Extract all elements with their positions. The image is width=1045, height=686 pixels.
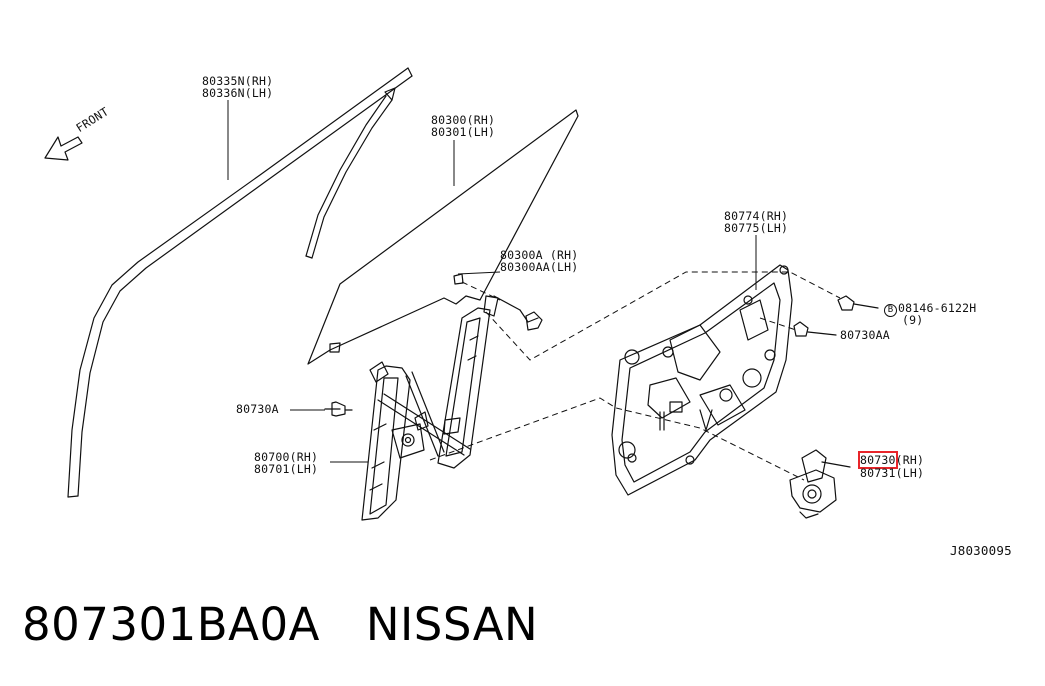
door-glass: [307, 109, 579, 365]
glass-rh-label: 80300(RH): [431, 113, 496, 127]
part-number: 807301BA0A: [22, 598, 320, 651]
guide-line-bottom: [429, 397, 805, 481]
glass-clip-lh-label: 80300AA(LH): [500, 260, 579, 274]
guide-line-glass: [461, 281, 501, 301]
motor-rh-suffix: (RH): [895, 453, 925, 467]
screen-lh-label: 80775(LH): [724, 221, 789, 235]
leader-glass-clip: [457, 271, 501, 275]
bolt-08146: [837, 295, 879, 311]
bolt-aa-label: 80730AA: [840, 328, 890, 342]
sealing-screen-panel: [611, 264, 793, 496]
guide-line-aa: [759, 317, 797, 331]
motor-rh-label[interactable]: 80730(RH): [858, 451, 925, 469]
bolt-80730aa: [793, 321, 837, 337]
glass-clip-rh-label: 80300A (RH): [500, 248, 579, 262]
bolt-b-number: 08146-6122H: [898, 301, 977, 315]
bolt-glass-clip: [493, 295, 543, 331]
regulator-motor: [789, 449, 851, 519]
window-sash: [67, 67, 413, 498]
bolt-a-label: 80730A: [236, 402, 279, 416]
motor-rh-highlight[interactable]: 80730: [858, 451, 898, 469]
b-symbol: B: [884, 304, 897, 317]
ref-code: J8030095: [950, 543, 1012, 558]
part-caption: 807301BA0A NISSAN: [22, 598, 538, 651]
division-strip: [305, 95, 393, 259]
bolt-b-qty: (9): [902, 313, 924, 327]
guide-line-top: [485, 271, 841, 361]
window-regulator: [361, 295, 499, 521]
bolt-80730a: [324, 401, 353, 417]
brand-name: NISSAN: [365, 598, 539, 651]
glass-lh-label: 80301(LH): [431, 125, 496, 139]
sash-rh-label: 80335N(RH): [202, 74, 274, 88]
regulator-lh-label: 80701(LH): [254, 462, 319, 476]
front-arrow-icon: [44, 136, 83, 161]
regulator-rh-label: 80700(RH): [254, 450, 319, 464]
sash-lh-label: 80336N(LH): [202, 86, 274, 100]
motor-lh-label: 80731(LH): [860, 466, 925, 480]
screen-rh-label: 80774(RH): [724, 209, 789, 223]
